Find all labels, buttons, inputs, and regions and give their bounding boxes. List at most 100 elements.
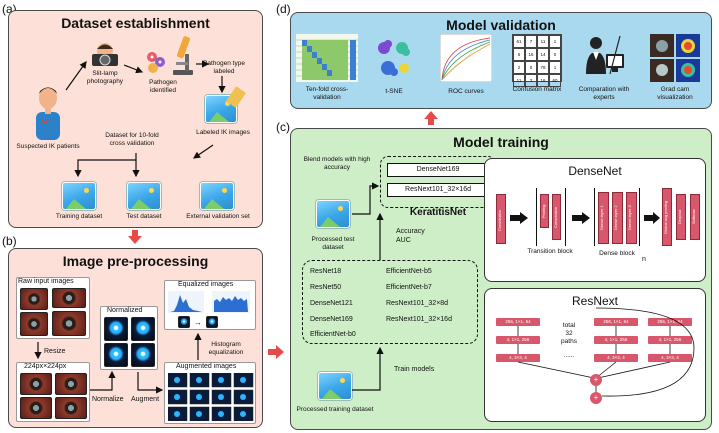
paths-dots: ...... <box>563 352 575 359</box>
red-arrow-c-d <box>424 111 438 125</box>
training-dataset-label: Training dataset <box>55 213 103 220</box>
camera-icon <box>88 42 122 68</box>
resnext-c3-b3: 4, 3×3, 4 <box>648 354 692 362</box>
resize-label: Resize <box>44 348 66 355</box>
cm-cell: 60 <box>549 74 561 87</box>
panel-d-letter: (d) <box>276 2 291 16</box>
processed-test-icon <box>316 200 350 228</box>
confusion-label: Confusion matrix <box>512 86 562 93</box>
cm-cell: 16 <box>525 48 537 61</box>
resnext-title: ResNext <box>571 294 618 308</box>
external-set-icon <box>200 182 234 210</box>
densenet-convolution-2 <box>552 194 561 240</box>
model-efficientnet-b5: EfficientNet-b5 <box>386 268 432 275</box>
cm-cell: 0 <box>525 61 537 74</box>
raw-eye-4 <box>52 311 86 336</box>
transition-bracket <box>536 188 566 246</box>
panel-b-letter: (b) <box>2 234 17 248</box>
paths-number: 32 <box>565 330 573 337</box>
densenet-softmax <box>690 194 700 240</box>
dense-block-n: n <box>642 256 646 263</box>
red-arrow-b-c <box>268 345 284 359</box>
histogram-after-icon <box>212 291 250 313</box>
model-resnext101-16d: ResNext101_32×16d <box>386 316 452 323</box>
dense-layer-1-text: Dense layer 1 <box>599 205 604 231</box>
resized-eye-2 <box>55 373 87 395</box>
equalize-arrow-icon: → <box>194 318 202 327</box>
roc-plot <box>439 33 493 83</box>
paths-word: paths <box>561 338 577 345</box>
densenet-dropout <box>676 194 686 240</box>
norm-eye-4 <box>131 343 155 367</box>
train-models-label: Train models <box>394 366 435 373</box>
pathogen-identified-label: Pathogen identified <box>149 79 177 94</box>
augmented-grid <box>167 372 254 422</box>
cm-cell: 1 <box>549 61 561 74</box>
cm-cell: 2 <box>513 61 525 74</box>
roc-label: ROC curves <box>448 88 484 95</box>
augmented-label: Augmented images <box>176 363 237 370</box>
resnext-c1-b1: 256, 1×1, 64 <box>496 318 540 326</box>
auc-label: AUC <box>396 237 411 244</box>
ten-fold-label: Ten-fold cross-validation <box>305 86 349 101</box>
raw-eye-1 <box>20 288 48 310</box>
augment-label: Augment <box>131 396 160 403</box>
cm-cell: 16 <box>537 74 549 87</box>
norm-eye-3 <box>104 343 128 367</box>
confusion-matrix: 61 7 11 1 5 16 14 0 2 0 78 1 11 3 16 60 <box>512 34 562 87</box>
densenet-convolution <box>496 194 506 244</box>
dense-layer-2 <box>612 192 623 244</box>
ten-fold-grid <box>296 34 358 82</box>
densenet-convolution-2-text: Convolution <box>553 206 558 228</box>
densenet-pooling <box>540 194 549 228</box>
densenet-global-pool <box>662 188 672 246</box>
cm-cell: 61 <box>513 35 525 48</box>
processed-training-label: Processed training dataset <box>296 406 374 413</box>
dense-layer-3-text: Dense layer 3 <box>627 205 632 231</box>
model-densenet121: DenseNet121 <box>310 300 353 307</box>
processed-test-label: Processed test dataset <box>311 236 355 251</box>
resnext-sum-2: + <box>590 392 602 404</box>
pathogen-icon <box>143 48 169 76</box>
histogram-label: Histogram equalization <box>208 341 244 356</box>
cm-cell: 14 <box>537 48 549 61</box>
gradcam-grid <box>650 34 700 82</box>
external-set-label: External validation set <box>186 213 250 220</box>
densenet-convolution-text: Convolution <box>497 209 502 231</box>
dataset-cv-label: Dataset for 10-fold cross validation <box>105 132 159 147</box>
patient-icon <box>32 84 64 142</box>
dense-block-bracket <box>594 188 640 246</box>
resnext-connectors <box>517 307 695 397</box>
panel-b-arrows <box>34 332 202 394</box>
equalized-label: Equalized images <box>178 281 234 288</box>
resized-eye-4 <box>55 397 87 419</box>
cm-cell: 0 <box>549 48 561 61</box>
panel-d-title: Model validation <box>446 17 556 33</box>
resnext-c1-b2: 4, 1×1, 256 <box>496 336 540 344</box>
model-densenet169: DenseNet169 <box>310 316 353 323</box>
panel-a-arrows <box>65 60 226 178</box>
microscope-icon <box>170 34 196 78</box>
panel-c-arrows <box>352 182 384 391</box>
dense-block-label: Dense block <box>599 250 635 257</box>
cm-cell: 78 <box>537 61 549 74</box>
densenet-arrow-2 <box>572 212 590 224</box>
resized-eye-1 <box>20 373 52 395</box>
resnext-c2-b3: 4, 3×3, 4 <box>594 354 638 362</box>
gradcam-label: Grad cam visualization <box>657 86 693 101</box>
cm-cell: 11 <box>513 74 525 87</box>
raw-eye-3 <box>20 312 48 336</box>
resnext-c2-b1: 256, 1×1, 64 <box>594 318 638 326</box>
dense-layer-2-text: Dense layer 2 <box>613 205 618 231</box>
densenet-dropout-text: Dropout <box>677 209 682 225</box>
densenet-softmax-text: Softmax <box>691 209 696 225</box>
histogram-before-icon <box>168 291 204 313</box>
experts-label: Comparation with experts <box>578 86 630 101</box>
resized-eye-3 <box>20 397 52 419</box>
model-resnet50: ResNet50 <box>310 284 342 291</box>
cm-cell: 1 <box>549 35 561 48</box>
cm-cell: 5 <box>513 48 525 61</box>
suspected-label: Suspected IK patients <box>16 143 80 150</box>
accuracy-label: Accuracy <box>396 228 425 235</box>
candidate-models-box <box>302 260 478 344</box>
